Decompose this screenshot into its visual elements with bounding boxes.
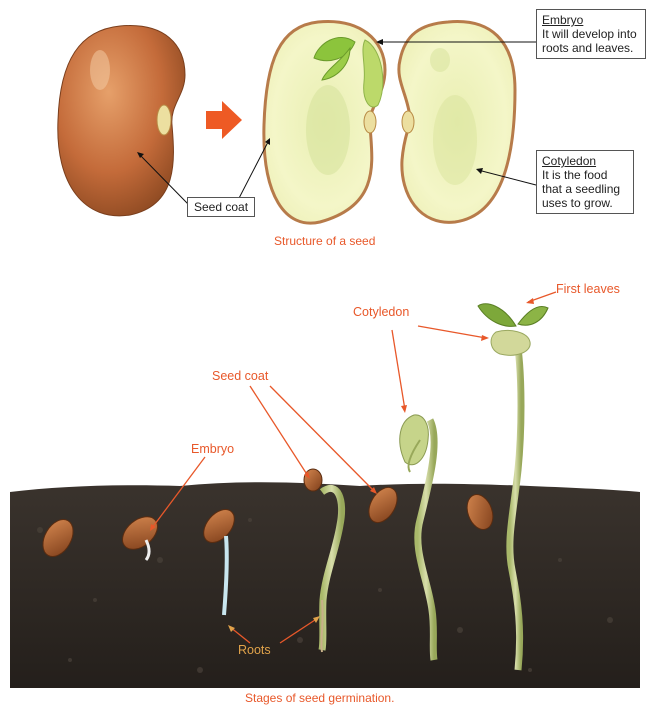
label-seed-coat: Seed coat xyxy=(212,369,268,383)
whole-bean xyxy=(58,26,185,216)
label-first-leaves: First leaves xyxy=(556,282,620,296)
germination-caption: Stages of seed germination. xyxy=(245,691,394,705)
embryo-callout-desc: It will develop into roots and leaves. xyxy=(542,27,637,55)
cotyledon-callout-desc: It is the food that a seedling uses to g… xyxy=(542,168,620,210)
cotyledon-callout-title: Cotyledon xyxy=(542,154,628,168)
seed-half-right xyxy=(399,22,515,223)
label-roots: Roots xyxy=(238,643,271,657)
cotyledon-callout: Cotyledon It is the food that a seedling… xyxy=(536,150,634,214)
seed-coat-callout-label: Seed coat xyxy=(194,200,248,214)
seed-coat-callout: Seed coat xyxy=(187,197,255,217)
embryo-callout: Embryo It will develop into roots and le… xyxy=(536,9,646,59)
embryo-callout-title: Embryo xyxy=(542,13,640,27)
seed-half-left xyxy=(264,22,385,224)
arrow-icon xyxy=(206,101,242,139)
label-cotyledon: Cotyledon xyxy=(353,305,409,319)
label-embryo: Embryo xyxy=(191,442,234,456)
structure-caption: Structure of a seed xyxy=(274,234,375,248)
